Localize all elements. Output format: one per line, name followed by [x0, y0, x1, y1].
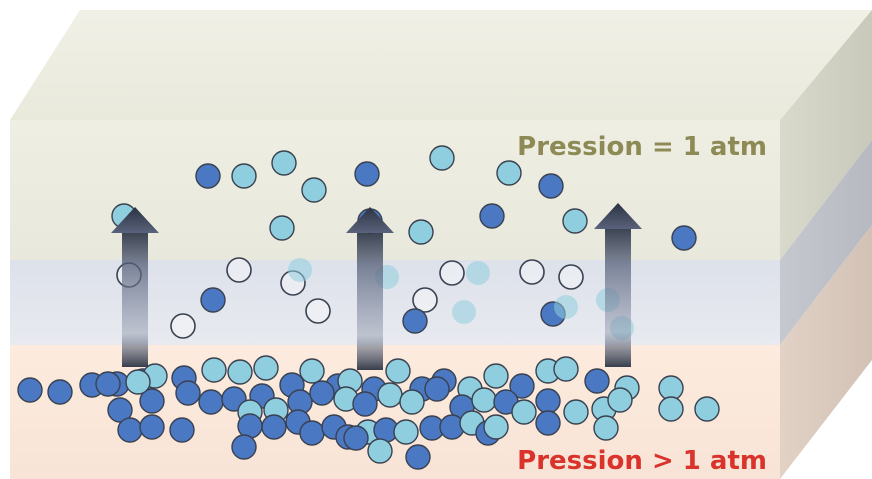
dark-blue-molecule: [17, 377, 43, 403]
dark-blue-molecule: [231, 434, 257, 460]
dark-blue-molecule: [584, 368, 610, 394]
dissolving-molecule: [288, 258, 312, 282]
bottom-pressure-label: Pression > 1 atm: [517, 446, 767, 476]
slab-side-top: [780, 10, 872, 260]
light-blue-molecule: [563, 399, 589, 425]
molecules: [17, 145, 720, 470]
dark-blue-molecule: [261, 414, 287, 440]
light-blue-molecule: [496, 160, 522, 186]
dissolving-molecule: [412, 287, 438, 313]
light-blue-molecule: [562, 208, 588, 234]
light-blue-molecule: [511, 399, 537, 425]
dissolving-molecule: [439, 260, 465, 286]
arrow-shaft: [122, 231, 148, 367]
dark-blue-molecule: [535, 388, 561, 414]
dark-blue-molecule: [95, 371, 121, 397]
escape-arrows: [111, 203, 642, 370]
light-blue-molecule: [231, 163, 257, 189]
light-blue-molecule: [483, 414, 509, 440]
light-blue-molecule: [607, 387, 633, 413]
light-blue-molecule: [271, 150, 297, 176]
dark-blue-molecule: [509, 373, 535, 399]
light-blue-molecule: [471, 387, 497, 413]
dark-blue-molecule: [352, 391, 378, 417]
dissolving-molecule: [226, 257, 252, 283]
dark-blue-molecule: [198, 389, 224, 415]
light-blue-molecule: [399, 389, 425, 415]
dark-blue-molecule: [343, 425, 369, 451]
light-blue-molecule: [483, 363, 509, 389]
light-blue-molecule: [393, 419, 419, 445]
dark-blue-molecule: [405, 444, 431, 470]
light-blue-molecule: [385, 358, 411, 384]
dark-blue-molecule: [237, 413, 263, 439]
dark-blue-molecule: [402, 308, 428, 334]
dissolving-molecule: [519, 259, 545, 285]
top-pressure-label: Pression = 1 atm: [517, 132, 767, 162]
dark-blue-molecule: [299, 420, 325, 446]
dark-blue-molecule: [309, 380, 335, 406]
dark-blue-molecule: [671, 225, 697, 251]
dark-blue-molecule: [169, 417, 195, 443]
light-blue-molecule: [227, 359, 253, 385]
dark-blue-molecule: [535, 410, 561, 436]
dark-blue-molecule: [117, 417, 143, 443]
light-blue-molecule: [658, 396, 684, 422]
light-blue-molecule: [408, 219, 434, 245]
light-blue-molecule: [201, 357, 227, 383]
arrow-up-icon: [346, 207, 394, 233]
dark-blue-molecule: [538, 173, 564, 199]
light-blue-molecule: [253, 355, 279, 381]
light-blue-molecule: [299, 358, 325, 384]
dissolving-molecule: [558, 264, 584, 290]
dark-blue-molecule: [424, 376, 450, 402]
dissolving-molecule: [170, 313, 196, 339]
dark-blue-molecule: [354, 161, 380, 187]
light-blue-molecule: [301, 177, 327, 203]
dark-blue-molecule: [175, 380, 201, 406]
light-blue-molecule: [593, 415, 619, 441]
light-blue-molecule: [377, 382, 403, 408]
slab-side-band: [780, 140, 872, 345]
light-blue-molecule: [269, 215, 295, 241]
dissolving-molecule: [452, 300, 476, 324]
light-blue-molecule: [125, 369, 151, 395]
dissolving-molecule: [305, 298, 331, 324]
dissolving-molecule: [554, 295, 578, 319]
light-blue-molecule: [553, 356, 579, 382]
dark-blue-molecule: [200, 287, 226, 313]
dark-blue-molecule: [195, 163, 221, 189]
slab-top-face: [10, 10, 872, 120]
arrow-shaft: [605, 227, 631, 367]
arrow-up-icon: [594, 203, 642, 229]
light-blue-molecule: [694, 396, 720, 422]
dark-blue-molecule: [139, 414, 165, 440]
light-blue-molecule: [429, 145, 455, 171]
dissolving-molecule: [466, 261, 490, 285]
dark-blue-molecule: [107, 397, 133, 423]
slab-side-bottom: [780, 225, 872, 479]
arrow-up-icon: [111, 207, 159, 233]
arrow-shaft: [357, 231, 383, 370]
dark-blue-molecule: [479, 203, 505, 229]
dark-blue-molecule: [139, 388, 165, 414]
light-blue-molecule: [367, 438, 393, 464]
dark-blue-molecule: [47, 379, 73, 405]
